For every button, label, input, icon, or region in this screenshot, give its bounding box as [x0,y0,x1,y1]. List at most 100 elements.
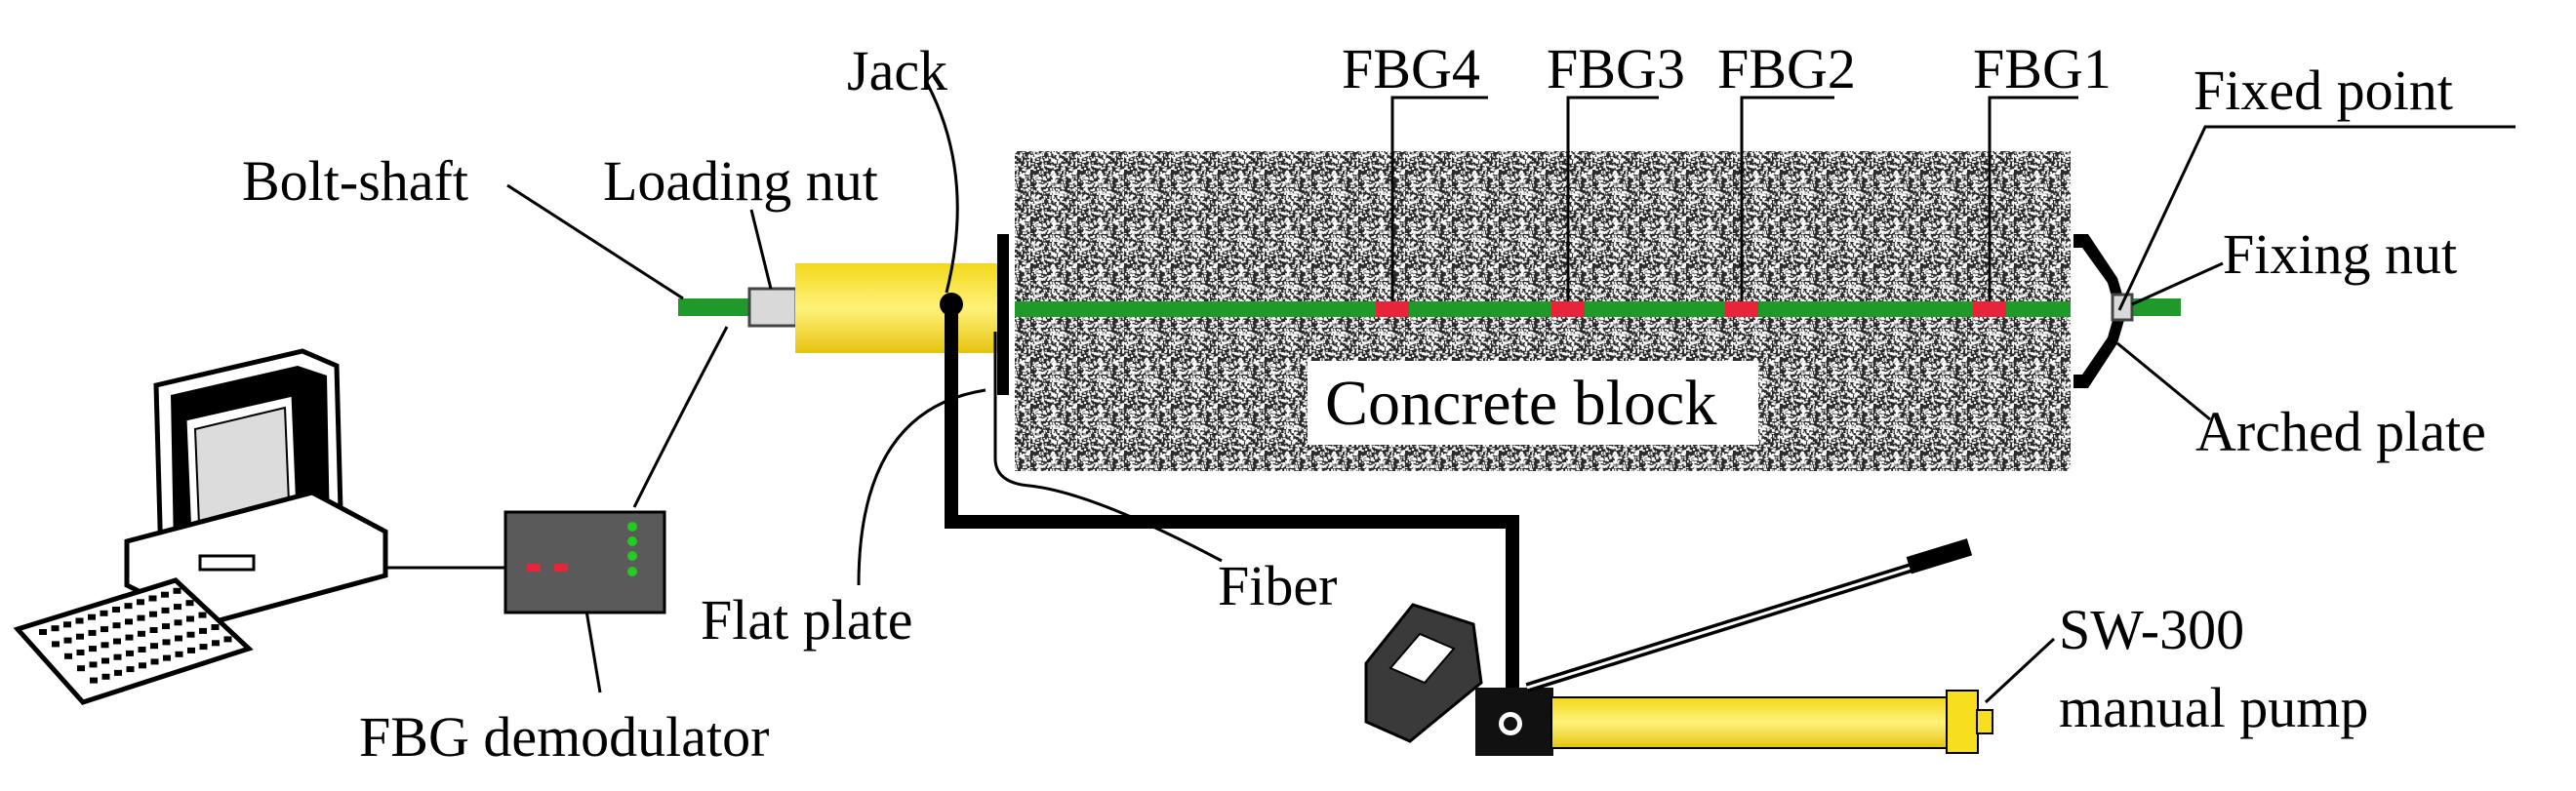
pump-cylinder [1550,696,1951,749]
keyboard-key [101,642,109,649]
manual-pump [1364,538,1993,756]
fbg4-sensor [1376,301,1409,317]
fbg3-label: FBG3 [1547,37,1685,100]
keyboard-key [51,625,60,632]
keyboard-key [137,599,144,606]
keyboard-key [88,613,96,620]
loading-nut-leader [749,209,773,290]
pump-label-line1: SW-300 [2059,598,2244,661]
keyboard-key [75,617,84,624]
demodulator-led-2 [627,536,637,546]
fbg1-label: FBG1 [1973,37,2112,100]
keyboard-key [139,662,146,669]
bolt-shaft-leader [506,183,684,300]
keyboard-key [163,654,171,661]
fbg1-sensor [1973,301,2006,317]
keyboard-key [126,650,134,656]
fbg-demodulator-leader [584,604,602,693]
keyboard-key [125,618,133,625]
fbg2-sensor [1725,301,1758,317]
pump-leader [1984,637,2056,704]
keyboard-key [76,650,85,655]
keyboard-key [89,646,97,653]
demodulator-led-4 [627,567,637,576]
keyboard-key [149,627,158,633]
keyboard-key [150,643,158,650]
loading-nut [747,287,798,328]
fixing-nut-leader [2131,261,2224,306]
fiber-leader [993,332,1223,563]
bolt-shaft-left [678,298,751,316]
keyboard-key [161,607,170,613]
keyboard-key [101,657,109,664]
demodulator-led-3 [627,551,637,561]
keyboard-key [113,638,121,645]
keyboard-key [39,629,47,635]
keyboard-key [186,615,194,622]
keyboard-key [89,661,98,668]
keyboard-key [52,641,60,648]
keyboard-key [90,677,98,684]
pump-label-line2: manual pump [2059,676,2368,739]
keyboard-key [173,587,181,594]
keyboard-key [100,610,108,616]
fbg3-sensor [1551,301,1585,317]
keyboard-key [88,629,97,636]
keyboard-key [199,627,207,634]
keyboard-key [212,640,220,647]
demodulator-led-1 [627,522,637,532]
keyboard-key [150,658,159,665]
flat-plate-leader [857,388,986,586]
concrete-block-label: Concrete block [1325,368,1716,439]
keyboard-key [148,595,157,602]
fbg4-leader [1390,96,1488,301]
keyboard-key [137,614,145,621]
keyboard [13,577,254,705]
keyboard-key [63,637,72,644]
jack-label: Jack [847,39,947,102]
keyboard-key [199,644,208,651]
fixing-nut-label: Fixing nut [2223,222,2457,286]
jack-leader [925,82,959,294]
fbg2-label: FBG2 [1717,37,1856,100]
flat-plate-label: Flat plate [701,588,912,652]
fbg1-leader [1988,96,2078,301]
keyboard-key [125,634,134,641]
jack [795,263,1005,353]
fiber-label: Fiber [1218,554,1337,617]
keyboard-key [138,647,146,653]
fbg2-leader [1740,96,1834,301]
keyboard-key [162,623,170,630]
disk-drive [198,554,256,572]
hydraulic-hose [945,304,1519,688]
computer-base [124,490,388,627]
keyboard-key [138,630,145,637]
pump-cap [1946,690,1979,754]
bolt-shaft-label: Bolt-shaft [242,149,468,213]
fixed-point-label: Fixed point [2194,59,2453,122]
keyboard-key [174,604,181,611]
demodulator-port-2 [554,564,568,572]
fbg-demodulator-label: FBG demodulator [359,705,769,769]
keyboard-key [126,666,135,673]
fixed-point-leader [2117,125,2516,311]
keyboard-key [114,669,122,676]
keyboard-key [64,653,72,659]
keyboard-key [101,673,110,680]
keyboard-key [211,624,220,630]
arched-plate [2073,234,2127,388]
fbg3-leader [1566,96,1659,301]
keyboard-key [187,647,195,653]
demodulator-port-1 [527,564,541,572]
keyboard-key [101,626,108,633]
keyboard-key [77,665,85,672]
keyboard-key [63,621,71,628]
keyboard-key [198,612,207,618]
keyboard-key [112,607,120,613]
arched-plate-leader [2116,341,2211,421]
keyboard-key [161,591,169,598]
flat-plate [997,234,1009,395]
keyboard-key [175,635,182,642]
keyboard-key [124,603,133,610]
